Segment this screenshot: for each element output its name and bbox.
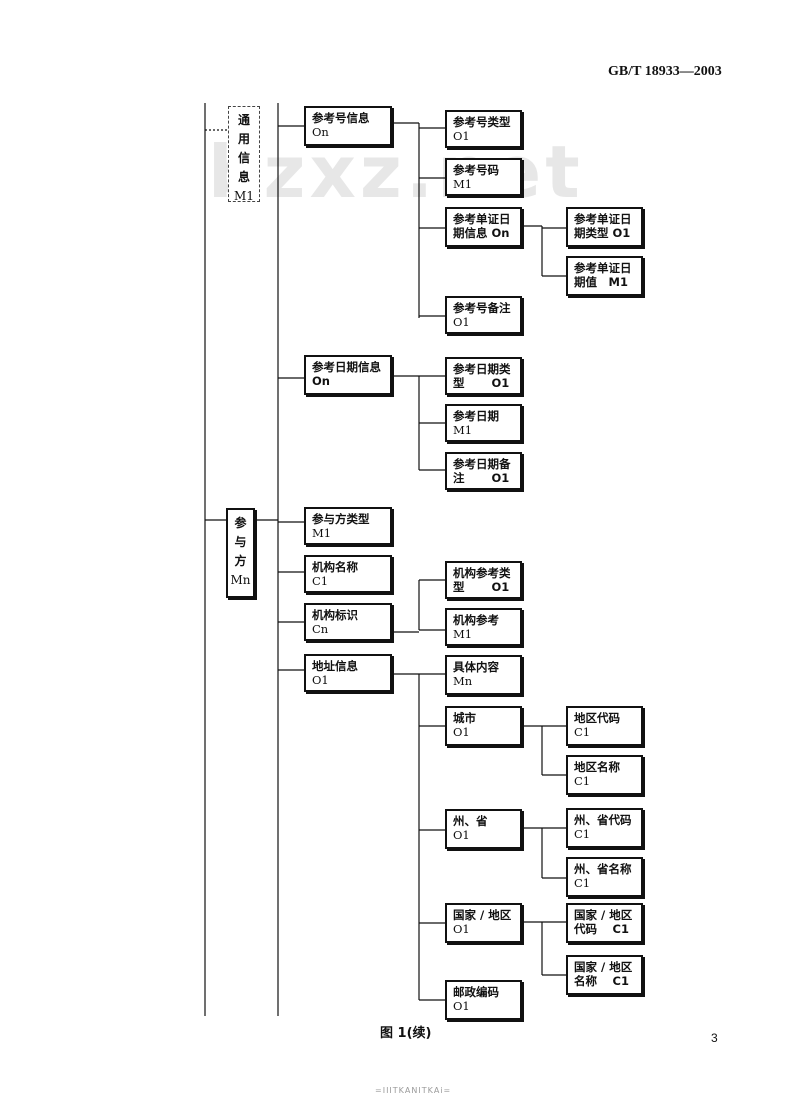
group-party-label: 参与方 <box>234 516 247 568</box>
node-ref-code: 参考号码 M1 <box>445 158 522 196</box>
node-cardinality: O1 <box>312 673 329 687</box>
node-ref-date-info: 参考日期信息 On <box>304 355 392 395</box>
node-label: 机构参考类型 O1 <box>453 566 511 594</box>
node-label: 国家 / 地区名称 C1 <box>574 960 633 988</box>
node-cardinality: C1 <box>312 574 329 588</box>
node-label: 机构名称 <box>312 560 358 574</box>
group-general-info-label: 通用信息 <box>237 113 250 184</box>
node-ref-doc-date-type: 参考单证日期类型 O1 <box>566 207 643 247</box>
node-address-info: 地址信息 O1 <box>304 654 392 692</box>
node-cardinality: C1 <box>574 876 591 890</box>
node-label: 城市 <box>453 711 476 725</box>
node-country-name: 国家 / 地区名称 C1 <box>566 955 643 995</box>
node-label: 参考单证日期信息 On <box>453 212 511 240</box>
node-state-name: 州、省名称 C1 <box>566 857 643 897</box>
node-label: 地址信息 <box>312 659 358 673</box>
node-ref-date: 参考日期 M1 <box>445 404 522 442</box>
node-label: 地区代码 <box>574 711 620 725</box>
node-cardinality: C1 <box>574 827 591 841</box>
node-ref-doc-date-info: 参考单证日期信息 On <box>445 207 522 247</box>
node-label: 参考号信息 <box>312 111 370 125</box>
page-number: 3 <box>711 1031 718 1045</box>
node-cardinality: O1 <box>453 315 470 329</box>
node-cardinality: Cn <box>312 622 329 636</box>
node-label: 州、省名称 <box>574 862 632 876</box>
node-state-code: 州、省代码 C1 <box>566 808 643 848</box>
node-label: 参考日期类型 O1 <box>453 362 511 390</box>
node-cardinality: M1 <box>453 177 473 191</box>
node-cardinality: O1 <box>453 828 470 842</box>
group-party-cardinality: Mn <box>230 573 251 587</box>
node-org-id: 机构标识 Cn <box>304 603 392 641</box>
node-label: 参考日期备注 O1 <box>453 457 511 485</box>
node-cardinality: C1 <box>574 725 591 739</box>
node-state: 州、省 O1 <box>445 809 522 849</box>
node-label: 国家 / 地区 <box>453 908 512 922</box>
node-city: 城市 O1 <box>445 706 522 746</box>
node-ref-info: 参考号信息 On <box>304 106 392 146</box>
node-label: 参考单证日期值 M1 <box>574 261 632 289</box>
node-ref-type: 参考号类型 O1 <box>445 110 522 148</box>
node-cardinality: O1 <box>453 129 470 143</box>
node-cardinality: O1 <box>453 725 470 739</box>
node-org-ref-type: 机构参考类型 O1 <box>445 561 522 599</box>
group-party: 参与方 Mn <box>226 508 255 598</box>
node-label: 参考号码 <box>453 163 499 177</box>
node-country: 国家 / 地区 O1 <box>445 903 522 943</box>
node-country-code: 国家 / 地区代码 C1 <box>566 903 643 943</box>
node-label: 参考日期信息 On <box>312 360 381 388</box>
node-cardinality: On <box>312 125 329 139</box>
node-cardinality: M1 <box>453 627 473 641</box>
node-label: 参考日期 <box>453 409 499 423</box>
node-label: 参与方类型 <box>312 512 370 526</box>
node-cardinality: Mn <box>453 674 473 688</box>
footer-text: =ΙΙΙΤΚΑΝΙΤΚΑi= <box>375 1086 452 1095</box>
node-cardinality: C1 <box>574 774 591 788</box>
node-cardinality: O1 <box>453 999 470 1013</box>
node-ref-date-type: 参考日期类型 O1 <box>445 357 522 395</box>
node-label: 参考号备注 <box>453 301 511 315</box>
node-area-name: 地区名称 C1 <box>566 755 643 795</box>
node-label: 州、省代码 <box>574 813 632 827</box>
node-detail: 具体内容 Mn <box>445 655 522 695</box>
node-cardinality: O1 <box>453 922 470 936</box>
standard-code: GB/T 18933—2003 <box>608 64 722 79</box>
node-label: 邮政编码 <box>453 985 499 999</box>
node-party-type: 参与方类型 M1 <box>304 507 392 545</box>
node-label: 机构参考 <box>453 613 499 627</box>
node-cardinality: M1 <box>453 423 473 437</box>
figure-caption: 图 1(续) <box>380 1026 432 1041</box>
node-label: 具体内容 <box>453 660 499 674</box>
node-cardinality: M1 <box>312 526 332 540</box>
node-area-code: 地区代码 C1 <box>566 706 643 746</box>
node-label: 参考单证日期类型 O1 <box>574 212 632 240</box>
node-label: 参考号类型 <box>453 115 511 129</box>
node-org-name: 机构名称 C1 <box>304 555 392 593</box>
node-label: 机构标识 <box>312 608 358 622</box>
node-ref-date-note: 参考日期备注 O1 <box>445 452 522 490</box>
node-ref-note: 参考号备注 O1 <box>445 296 522 334</box>
node-postal-code: 邮政编码 O1 <box>445 980 522 1020</box>
node-label: 地区名称 <box>574 760 620 774</box>
node-ref-doc-date-value: 参考单证日期值 M1 <box>566 256 643 296</box>
node-label: 州、省 <box>453 814 488 828</box>
group-general-info: 通用信息 M1 <box>228 106 260 203</box>
node-org-ref: 机构参考 M1 <box>445 608 522 646</box>
node-label: 国家 / 地区代码 C1 <box>574 908 633 936</box>
group-general-info-cardinality: M1 <box>234 189 254 203</box>
